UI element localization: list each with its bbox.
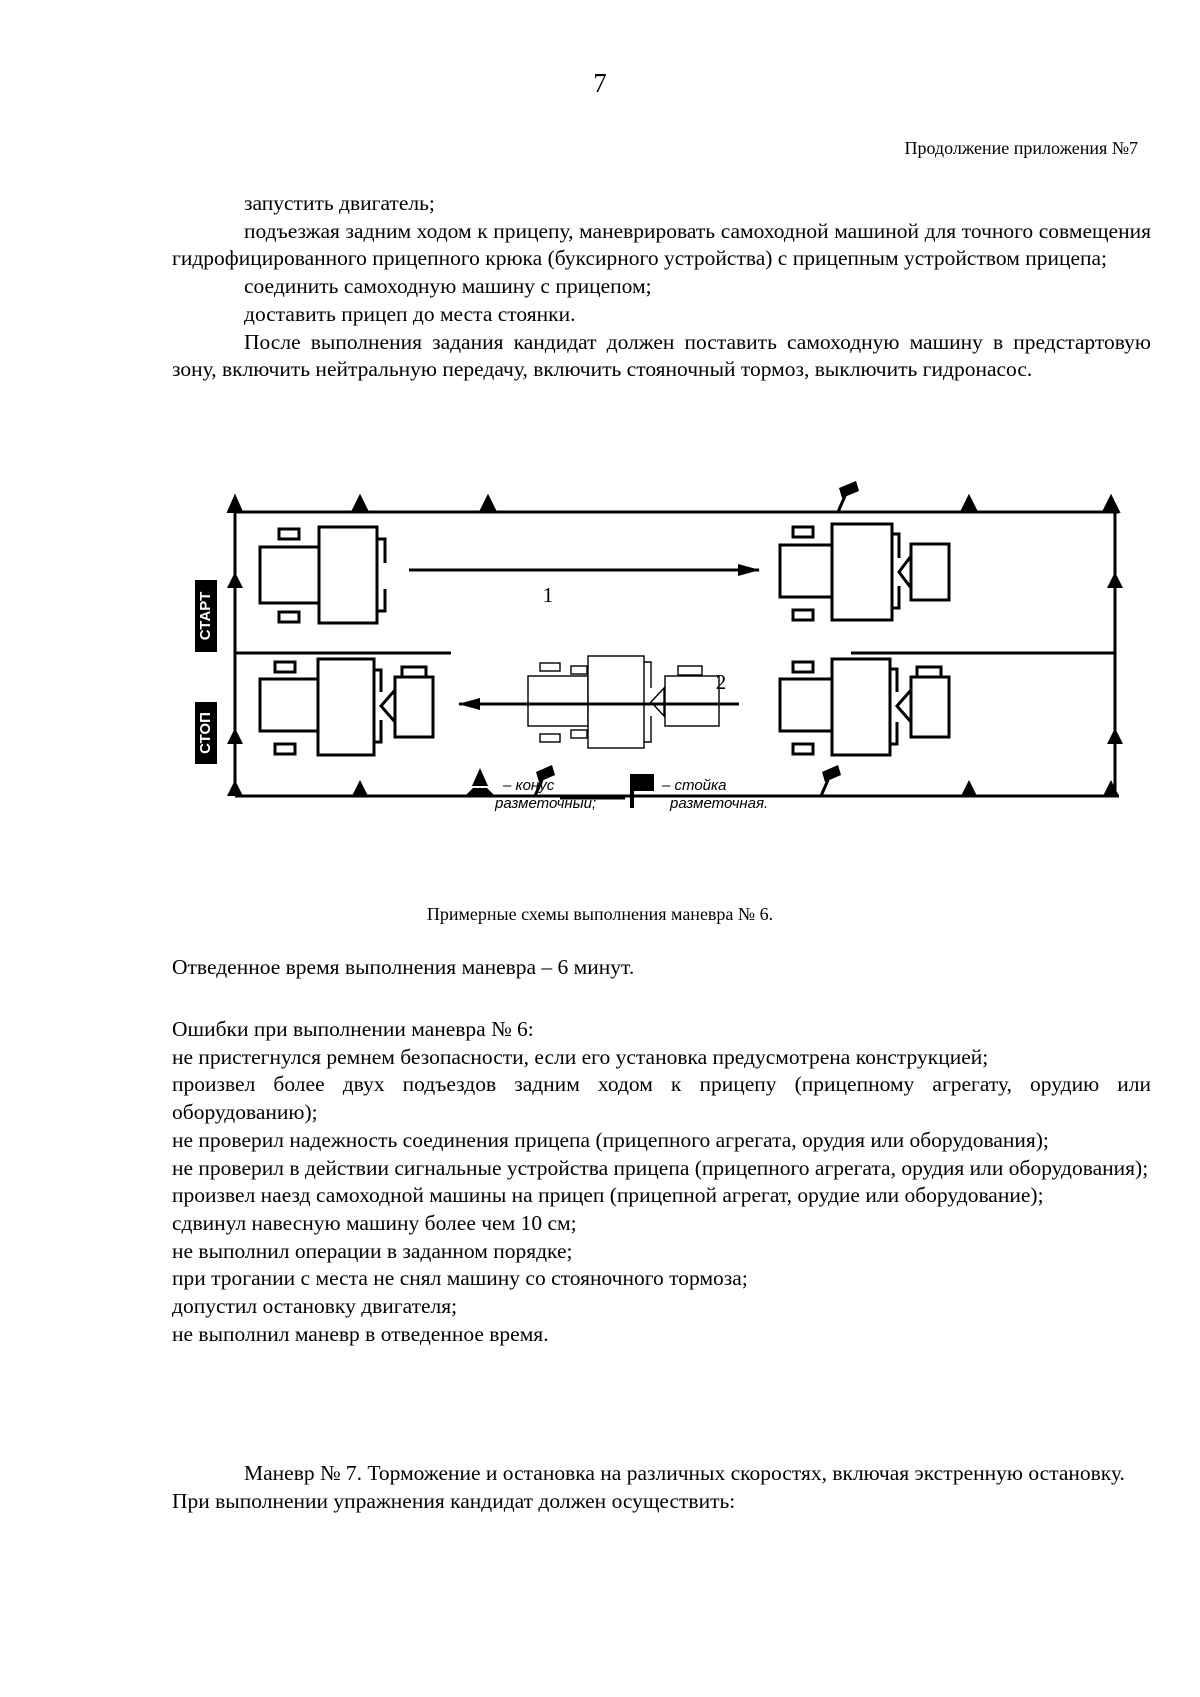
start-label: СТАРТ xyxy=(195,580,217,652)
time-allotted: Отведенное время выполнения маневра – 6 … xyxy=(172,954,1151,982)
errors-title: Ошибки при выполнении маневра № 6: xyxy=(172,1017,534,1041)
tractor-trailer-bottom-right xyxy=(778,657,951,757)
figure-caption: Примерные схемы выполнения маневра № 6. xyxy=(426,904,774,924)
cones-bottom xyxy=(227,780,1119,796)
cones-side xyxy=(227,572,1123,744)
tractor-start xyxy=(258,525,387,625)
svg-text:разметочная.: разметочная. xyxy=(669,795,768,812)
svg-text:– конус: – конус xyxy=(502,777,555,794)
tractor-trailer-bottom-left xyxy=(258,657,435,757)
svg-text:1: 1 xyxy=(543,583,554,607)
error-item: при трогании с места не снял машину со с… xyxy=(172,1266,748,1291)
paragraph: подъезжая задним ходом к прицепу, маневр… xyxy=(172,218,1151,271)
error-item: сдвинул навесную машину более чем 10 см; xyxy=(172,1210,577,1235)
cones-top xyxy=(226,493,1121,513)
stop-label: СТОП xyxy=(195,702,217,764)
paragraph: Отведенное время выполнения маневра – 6 … xyxy=(172,955,635,979)
errors-block: Ошибки при выполнении маневра № 6: не пр… xyxy=(172,1016,1151,1348)
paragraph: После выполнения задания кандидат должен… xyxy=(172,329,1151,382)
tractor-trailer-top-right xyxy=(778,522,951,622)
post-legend-icon xyxy=(630,774,654,808)
instructions-block: запустить двигатель; подъезжая задним хо… xyxy=(172,190,1151,384)
error-item: произвел более двух подъездов задним ход… xyxy=(172,1072,1151,1125)
svg-text:– стойка: – стойка xyxy=(661,777,726,794)
page-number: 7 xyxy=(593,68,607,98)
error-item: не проверил надежность соединения прицеп… xyxy=(172,1127,1049,1152)
error-item: не выполнил операции в заданном порядке; xyxy=(172,1238,573,1263)
paragraph: При выполнении упражнения кандидат долже… xyxy=(172,1488,736,1513)
error-item: не выполнил маневр в отведенное время. xyxy=(172,1321,549,1346)
paragraph: соединить самоходную машину с прицепом; xyxy=(244,274,652,299)
paragraph: запустить двигатель; xyxy=(244,191,435,215)
appendix-header: Продолжение приложения №7 xyxy=(904,138,1138,158)
legend: – конус разметочный; – стойка разметочна… xyxy=(465,768,768,812)
route-2: 2 xyxy=(458,670,739,710)
error-item: не пристегнулся ремнем безопасности, есл… xyxy=(172,1044,989,1069)
maneuver-diagram: СТАРТ СТОП 1 xyxy=(195,481,1123,812)
tractor-trailer-ghost xyxy=(527,655,720,749)
svg-text:2: 2 xyxy=(716,670,727,694)
svg-text:разметочный;: разметочный; xyxy=(494,795,596,812)
error-item: не проверил в действии сигнальные устрой… xyxy=(172,1155,1149,1180)
marker-posts xyxy=(533,481,859,797)
route-1: 1 xyxy=(409,564,760,607)
error-item: допустил остановку двигателя; xyxy=(172,1294,458,1319)
cone-legend-icon xyxy=(472,768,488,786)
maneuver-7-block: Маневр № 7. Торможение и остановка на ра… xyxy=(172,1460,1151,1515)
paragraph: доставить прицеп до места стоянки. xyxy=(244,301,576,326)
error-item: произвел наезд самоходной машины на приц… xyxy=(172,1183,1044,1208)
maneuver-7-title: Маневр № 7. Торможение и остановка на ра… xyxy=(244,1461,1125,1485)
svg-text:СТАРТ: СТАРТ xyxy=(197,592,214,640)
svg-text:СТОП: СТОП xyxy=(197,712,214,754)
